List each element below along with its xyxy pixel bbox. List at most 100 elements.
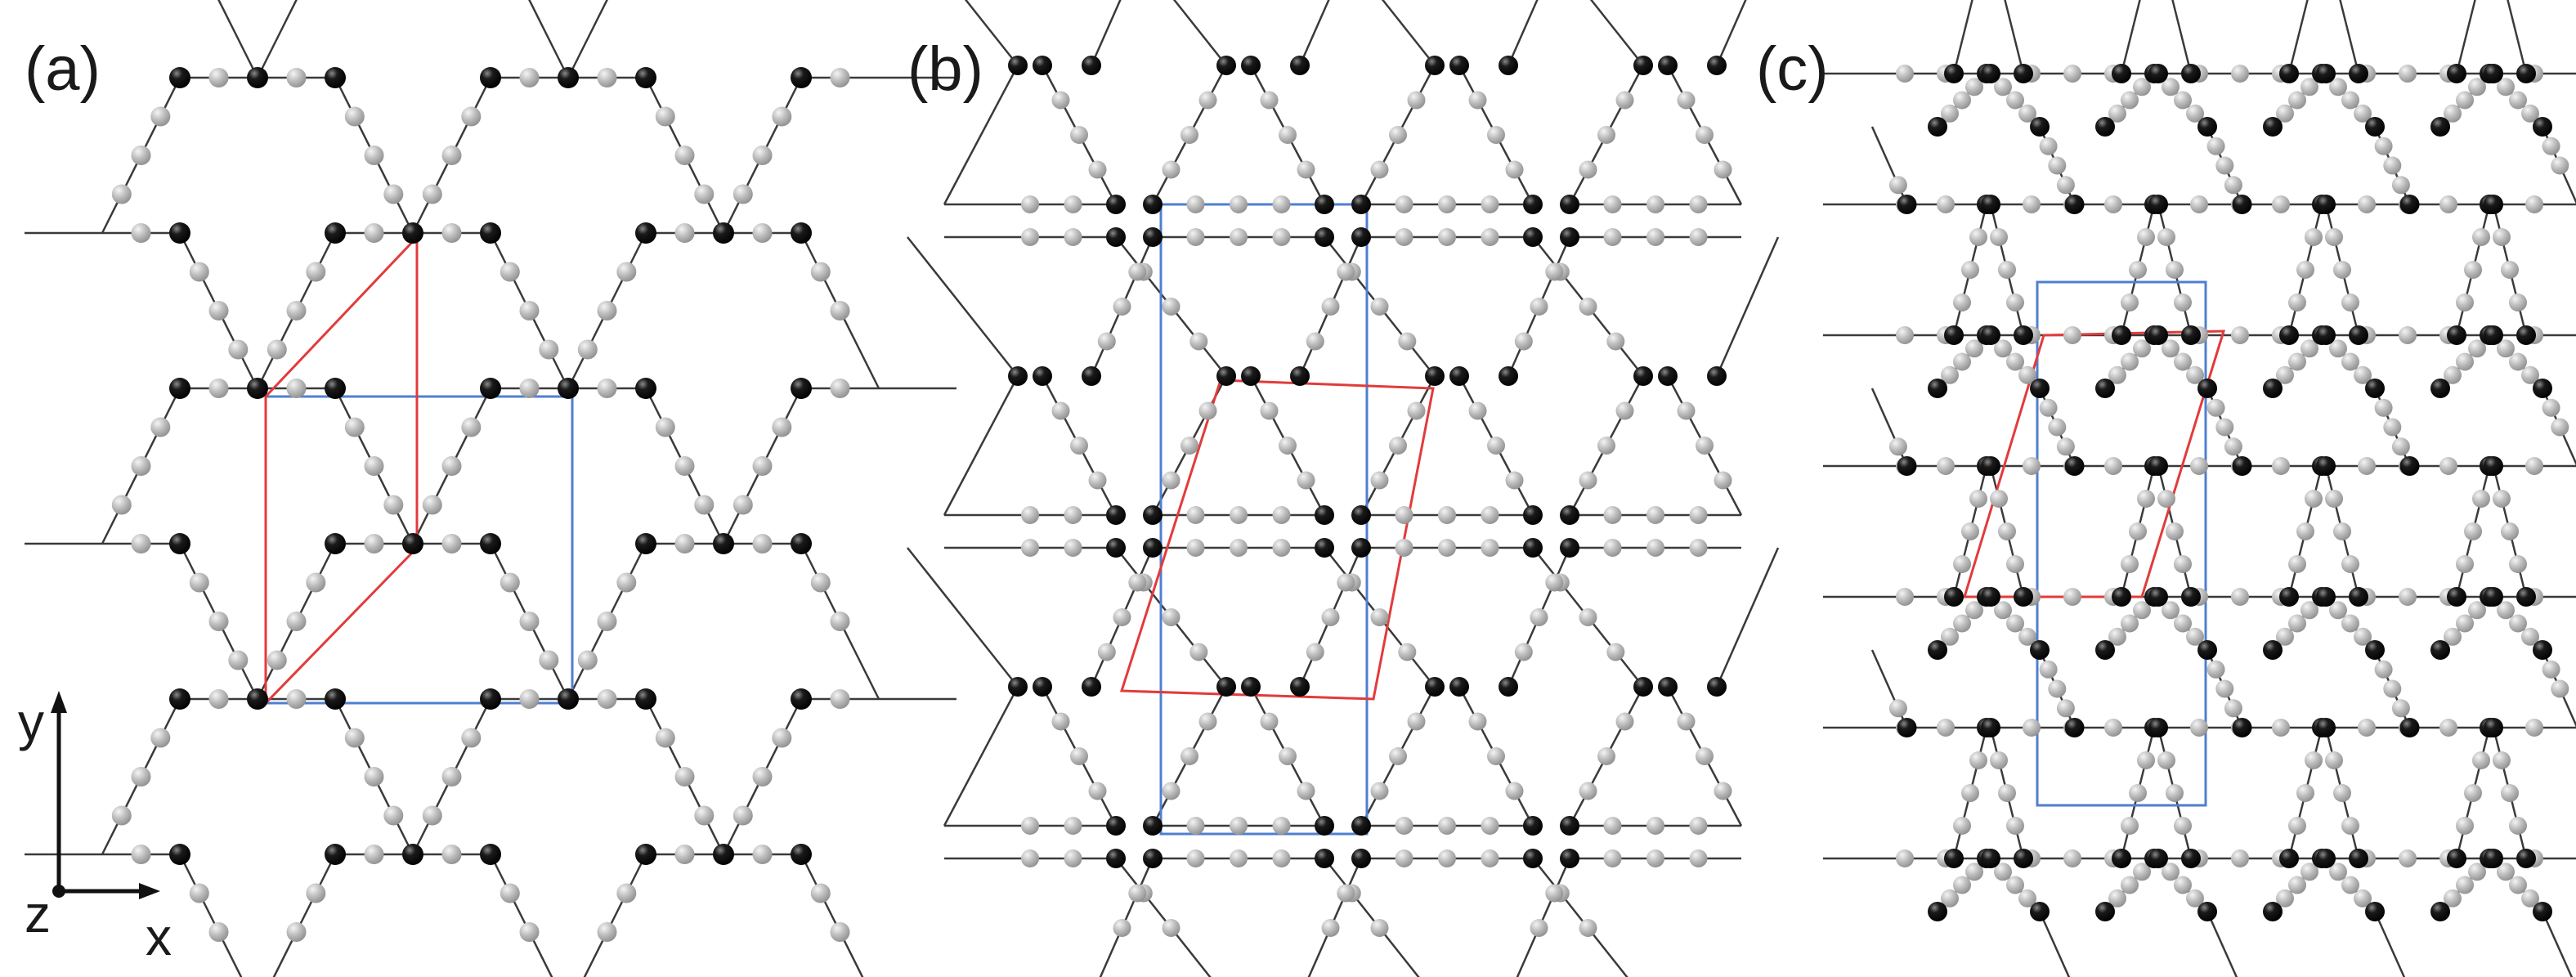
gray-atom — [131, 146, 151, 165]
gray-atom — [2542, 137, 2560, 155]
bond — [943, 375, 1019, 516]
gray-atom — [422, 495, 442, 515]
gray-atom — [1530, 298, 1548, 316]
black-atom — [2279, 587, 2299, 607]
bond — [2287, 0, 2309, 74]
gray-atom — [830, 301, 850, 320]
gray-atom — [2288, 614, 2306, 633]
gray-atom — [1407, 401, 1426, 420]
gray-atom — [1260, 401, 1279, 420]
black-atom — [1449, 56, 1469, 75]
gray-atom — [2039, 660, 2058, 679]
gray-atom — [2190, 719, 2208, 737]
gray-atom — [150, 728, 171, 748]
gray-atom — [1272, 849, 1291, 867]
black-atom — [2030, 379, 2050, 398]
black-atom — [791, 222, 812, 244]
black-atom — [2064, 456, 2085, 476]
black-atom — [1658, 677, 1678, 697]
gray-atom — [1990, 751, 2008, 769]
black-atom — [2181, 64, 2201, 83]
gray-atom — [131, 456, 151, 476]
gray-atom — [1961, 261, 1979, 279]
gray-atom — [2288, 294, 2306, 311]
gray-atom — [2296, 784, 2314, 802]
gray-atom — [500, 262, 520, 282]
gray-atom — [2325, 751, 2343, 769]
black-atom — [1560, 505, 1579, 525]
gray-atom — [461, 417, 482, 437]
gray-atom — [1941, 889, 1959, 908]
black-atom — [635, 67, 656, 88]
gray-atom — [2288, 817, 2306, 835]
gray-atom — [111, 805, 132, 826]
gray-atom — [2300, 863, 2318, 881]
gray-atom — [286, 689, 307, 709]
gray-atom — [2509, 352, 2527, 371]
black-atom — [402, 844, 423, 865]
gray-atom — [1505, 160, 1524, 179]
gray-atom — [1965, 863, 1983, 881]
black-atom — [2349, 849, 2368, 868]
gray-atom — [441, 767, 462, 787]
black-atom — [2148, 64, 2168, 83]
gray-atom — [2018, 889, 2036, 908]
black-atom — [2263, 640, 2283, 660]
gray-atom — [1677, 91, 1696, 110]
black-atom — [1351, 227, 1371, 247]
gray-atom — [1389, 437, 1407, 455]
black-atom — [2181, 849, 2201, 868]
gray-atom — [2206, 660, 2225, 679]
gray-atom — [2063, 588, 2081, 606]
gray-atom — [1603, 539, 1622, 557]
black-atom — [2349, 325, 2368, 345]
gray-atom — [597, 379, 617, 398]
gray-atom — [2497, 863, 2515, 881]
black-atom — [169, 378, 190, 399]
gray-atom — [2358, 719, 2376, 737]
black-atom — [1633, 677, 1653, 697]
gray-atom — [1337, 262, 1355, 281]
gray-atom — [2039, 137, 2058, 155]
gray-atom — [306, 262, 326, 282]
gray-atom — [364, 534, 384, 553]
gray-atom — [111, 495, 132, 515]
black-atom — [2447, 64, 2466, 83]
gray-atom — [1070, 747, 1088, 765]
black-atom — [1290, 366, 1310, 386]
gray-atom — [344, 106, 365, 127]
black-atom — [480, 844, 501, 865]
gray-atom — [752, 534, 773, 553]
black-atom — [480, 378, 501, 399]
black-atom — [2447, 325, 2466, 345]
gray-atom — [2305, 751, 2323, 769]
gray-atom — [1189, 332, 1208, 351]
gray-atom — [2509, 555, 2527, 573]
gray-atom — [1230, 228, 1248, 246]
gray-atom — [2444, 889, 2462, 908]
black-atom — [1981, 456, 2000, 476]
gray-atom — [2121, 352, 2139, 371]
gray-atom — [131, 223, 151, 243]
gray-atom — [1597, 126, 1615, 144]
gray-atom — [1297, 471, 1315, 490]
bond — [528, 0, 570, 78]
gray-atom — [1395, 195, 1413, 213]
black-atom — [558, 378, 579, 399]
black-atom — [713, 222, 734, 244]
black-atom — [1499, 366, 1518, 386]
gray-atom — [1468, 712, 1487, 731]
gray-atom — [267, 650, 287, 670]
gray-atom — [772, 417, 792, 437]
z-axis-dot-icon — [52, 885, 65, 898]
gray-atom — [1438, 228, 1456, 246]
gray-atom — [1198, 712, 1217, 731]
gray-atom — [1260, 91, 1279, 110]
gray-atom — [2121, 555, 2139, 573]
gray-atom — [2056, 437, 2075, 456]
panel-c-atoms — [1888, 64, 2569, 921]
black-atom — [1290, 677, 1310, 697]
black-atom — [1944, 325, 1964, 345]
gray-atom — [1370, 471, 1389, 490]
